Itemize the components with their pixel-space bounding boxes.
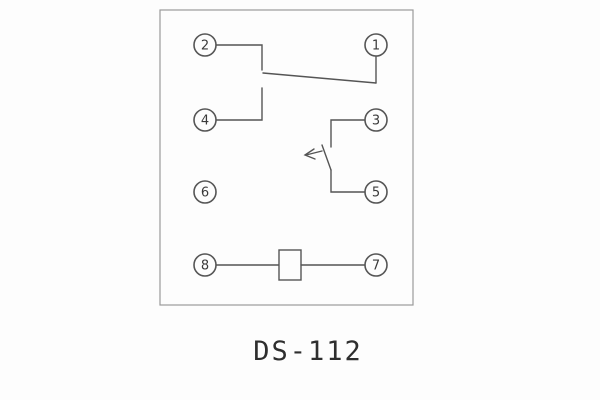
- terminal-5: 5: [364, 180, 388, 204]
- svg-text:6: 6: [201, 186, 209, 201]
- svg-text:4: 4: [201, 114, 209, 129]
- actuator-arrow-head-icon: [303, 148, 316, 160]
- terminal-2: 2: [193, 33, 217, 57]
- terminal-1: 1: [364, 33, 388, 57]
- svg-text:3: 3: [372, 114, 380, 129]
- wire-terminal-3: [330, 119, 366, 148]
- model-caption: DS-112: [253, 336, 363, 367]
- wire-terminal-2: [215, 44, 263, 71]
- svg-text:2: 2: [201, 39, 209, 54]
- terminal-8: 8: [193, 253, 217, 277]
- wire-terminal-4: [215, 87, 263, 121]
- terminal-4: 4: [193, 108, 217, 132]
- contact-blade-b: [321, 144, 332, 171]
- svg-text:1: 1: [372, 39, 380, 54]
- actuator-arrow-shaft: [305, 150, 323, 156]
- terminal-3: 3: [364, 108, 388, 132]
- wire-terminal-5: [330, 169, 366, 193]
- svg-text:5: 5: [372, 186, 380, 201]
- coil-symbol: [278, 249, 302, 281]
- svg-text:7: 7: [372, 259, 380, 274]
- svg-text:8: 8: [201, 259, 209, 274]
- terminal-6: 6: [193, 180, 217, 204]
- contact-blade-a: [262, 72, 377, 84]
- terminal-7: 7: [364, 253, 388, 277]
